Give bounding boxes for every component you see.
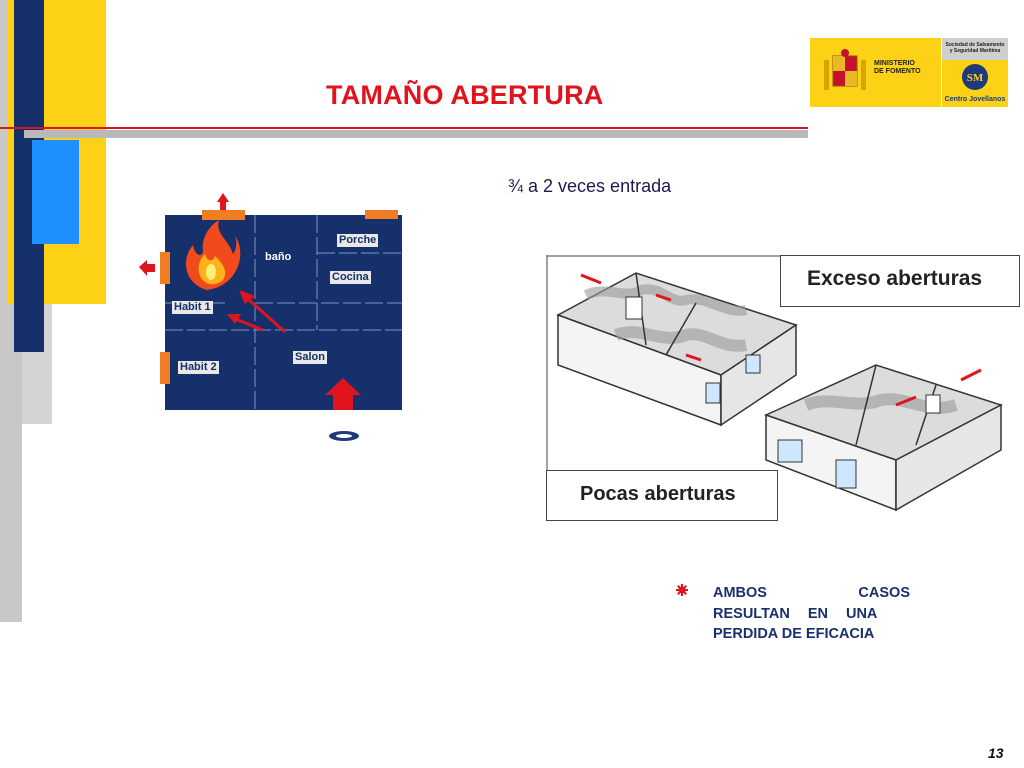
label-few-openings-text: Pocas aberturas	[580, 483, 736, 505]
room-habit2: Habit 2	[178, 361, 219, 374]
up-arrow-top-icon	[217, 193, 229, 210]
arrow-head-2-icon	[227, 314, 241, 324]
fan-icon	[329, 431, 359, 441]
label-excess-openings-text: Exceso aberturas	[807, 267, 983, 290]
bullet-line2-text: RESULTAN EN UNA	[713, 605, 878, 622]
bullet-line2: RESULTAN EN UNA	[713, 604, 910, 625]
slide-title: TAMAÑO ABERTURA	[326, 80, 604, 110]
entrance-arrow-icon	[325, 378, 361, 410]
fire-icon	[185, 220, 241, 290]
sm-emblem-icon: SM	[962, 64, 988, 90]
left-lower-opening	[160, 352, 170, 384]
bullet-text: AMBOS CASOS RESULTAN EN UNA PERDIDA DE E…	[713, 583, 910, 645]
arrow-head-1-icon	[239, 290, 255, 304]
ministry-line2: DE FOMENTO	[874, 68, 921, 75]
openings-illustration: Exceso aberturas Pocas aberturas	[546, 255, 1024, 521]
room-salon: Salon	[293, 351, 327, 364]
slide-subtitle: ¾ a 2 veces entrada	[508, 176, 672, 196]
floor-plan: Porche baño Cocina Habit 1 Habit 2 Salon	[165, 215, 402, 410]
title-rule-red	[0, 127, 808, 129]
airflow-arrows	[232, 296, 287, 334]
label-few-openings: Pocas aberturas	[546, 470, 778, 521]
top-right-opening	[365, 210, 398, 219]
houses-drawing	[546, 255, 1003, 520]
title-rule-gray	[24, 130, 808, 138]
house-few-openings	[763, 364, 1003, 512]
room-habit1: Habit 1	[172, 301, 213, 314]
jovellanos-label: Centro Jovellanos	[944, 96, 1006, 103]
left-arrow-icon	[139, 260, 155, 276]
decor-bar-lightblue	[32, 140, 79, 244]
floor-plan-overlay	[139, 193, 398, 441]
room-cocina: Cocina	[330, 271, 371, 284]
bullet-line1-left: AMBOS	[713, 585, 767, 601]
svg-text:SM: SM	[967, 72, 984, 84]
house-excess-openings	[556, 272, 798, 427]
bullet-line1-right: CASOS	[858, 585, 910, 601]
left-opening	[160, 252, 170, 284]
page-number: 13	[988, 745, 1004, 761]
bullet-icon	[676, 584, 688, 599]
coat-of-arms-icon	[824, 49, 866, 90]
salvamento-line1: Sociedad de Salvamento	[945, 42, 1005, 48]
bullet-line3: PERDIDA DE EFICACIA	[713, 626, 875, 642]
label-excess-openings: Exceso aberturas	[780, 255, 1020, 307]
top-opening	[202, 210, 245, 220]
room-bano: baño	[265, 251, 292, 263]
salvamento-logo: Sociedad de Salvamento y Seguridad Marít…	[942, 38, 1008, 107]
room-porche: Porche	[337, 234, 379, 247]
ministry-logo: MINISTERIO DE FOMENTO	[810, 38, 941, 107]
salvamento-line2: y Seguridad Marítima	[949, 48, 1001, 54]
ministry-line1: MINISTERIO	[874, 60, 915, 67]
